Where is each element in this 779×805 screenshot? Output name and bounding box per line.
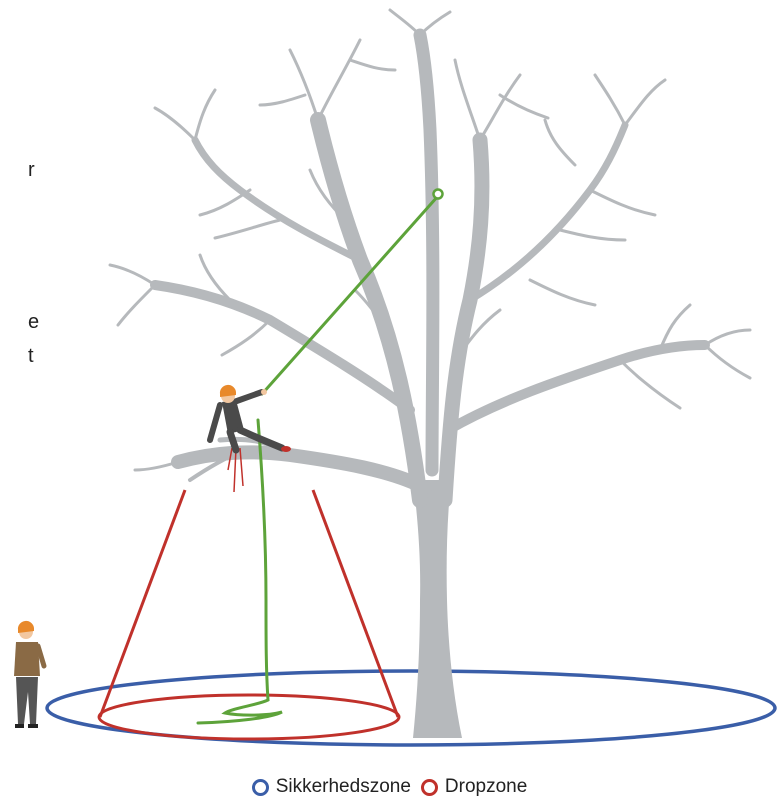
drop-zone-legend-icon (421, 779, 438, 796)
legend-item-drop-zone: Dropzone (421, 776, 527, 798)
legend-item-safety-zone: Sikkerhedszone (252, 776, 411, 798)
ground-worker-figure (14, 621, 44, 728)
rope-anchor-icon (434, 190, 443, 199)
legend-label-drop-zone: Dropzone (445, 776, 527, 798)
legend-label-safety-zone: Sikkerhedszone (276, 776, 411, 798)
drop-zone (99, 490, 399, 739)
safety-zone-legend-icon (252, 779, 269, 796)
zone-legend: Sikkerhedszone Dropzone (0, 772, 779, 802)
tree-illustration (110, 10, 750, 738)
